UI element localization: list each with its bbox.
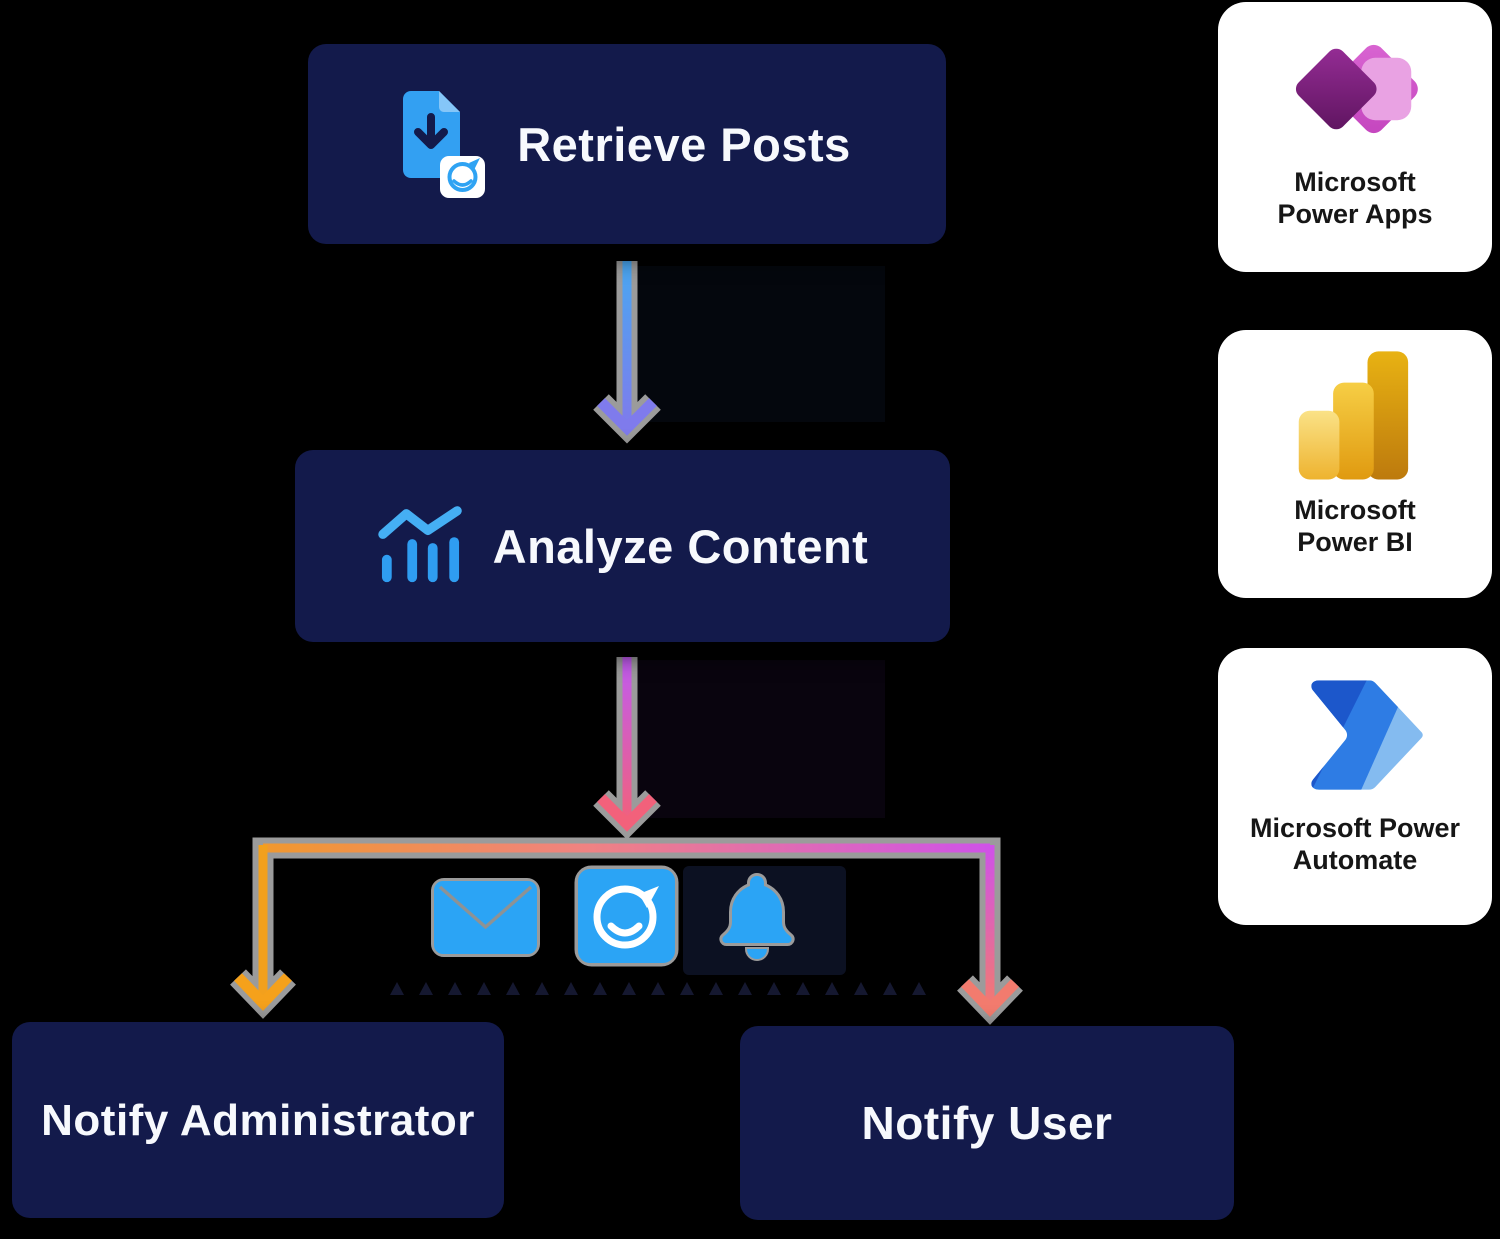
arrowhead-down-2 xyxy=(597,794,657,832)
power-automate-logo xyxy=(1311,680,1423,790)
triangle-row-decoration xyxy=(390,982,926,995)
connector-lines xyxy=(234,261,1019,1017)
bell-icon xyxy=(719,872,795,961)
arrow-bloom-bottom xyxy=(633,660,885,818)
integration-card-power-automate: Microsoft Power Automate xyxy=(1218,648,1492,925)
flow-node-analyze-content: Analyze Content xyxy=(295,450,950,642)
integration-card-label: Microsoft Power Apps xyxy=(1277,167,1433,230)
integration-card-label: Microsoft Power BI xyxy=(1294,495,1416,558)
flow-node-label: Notify User xyxy=(861,1097,1113,1149)
envelope-icon xyxy=(431,878,540,957)
integration-card-label: Microsoft Power Automate xyxy=(1249,813,1461,876)
flow-node-retrieve-posts: Retrieve Posts xyxy=(308,44,946,244)
power-bi-logo xyxy=(1298,351,1409,480)
integration-card-power-apps: Microsoft Power Apps xyxy=(1218,2,1492,272)
flow-node-label: Analyze Content xyxy=(492,519,869,573)
flow-node-notify-administrator: Notify Administrator xyxy=(12,1022,504,1218)
flow-node-label: Retrieve Posts xyxy=(517,117,851,171)
flow-node-notify-user: Notify User xyxy=(740,1026,1234,1220)
document-download-icon xyxy=(403,90,486,198)
power-apps-logo xyxy=(1295,44,1418,134)
integration-card-power-bi: Microsoft Power BI xyxy=(1218,330,1492,598)
flow-node-label: Notify Administrator xyxy=(41,1095,475,1145)
social-logo-icon xyxy=(574,865,679,967)
bar-chart-trend-icon xyxy=(377,506,462,583)
arrowhead-left-branch xyxy=(234,973,292,1011)
arrowhead-right-branch xyxy=(961,979,1019,1017)
arrow-bloom-top xyxy=(633,266,885,422)
arrowhead-down-1 xyxy=(597,398,657,436)
